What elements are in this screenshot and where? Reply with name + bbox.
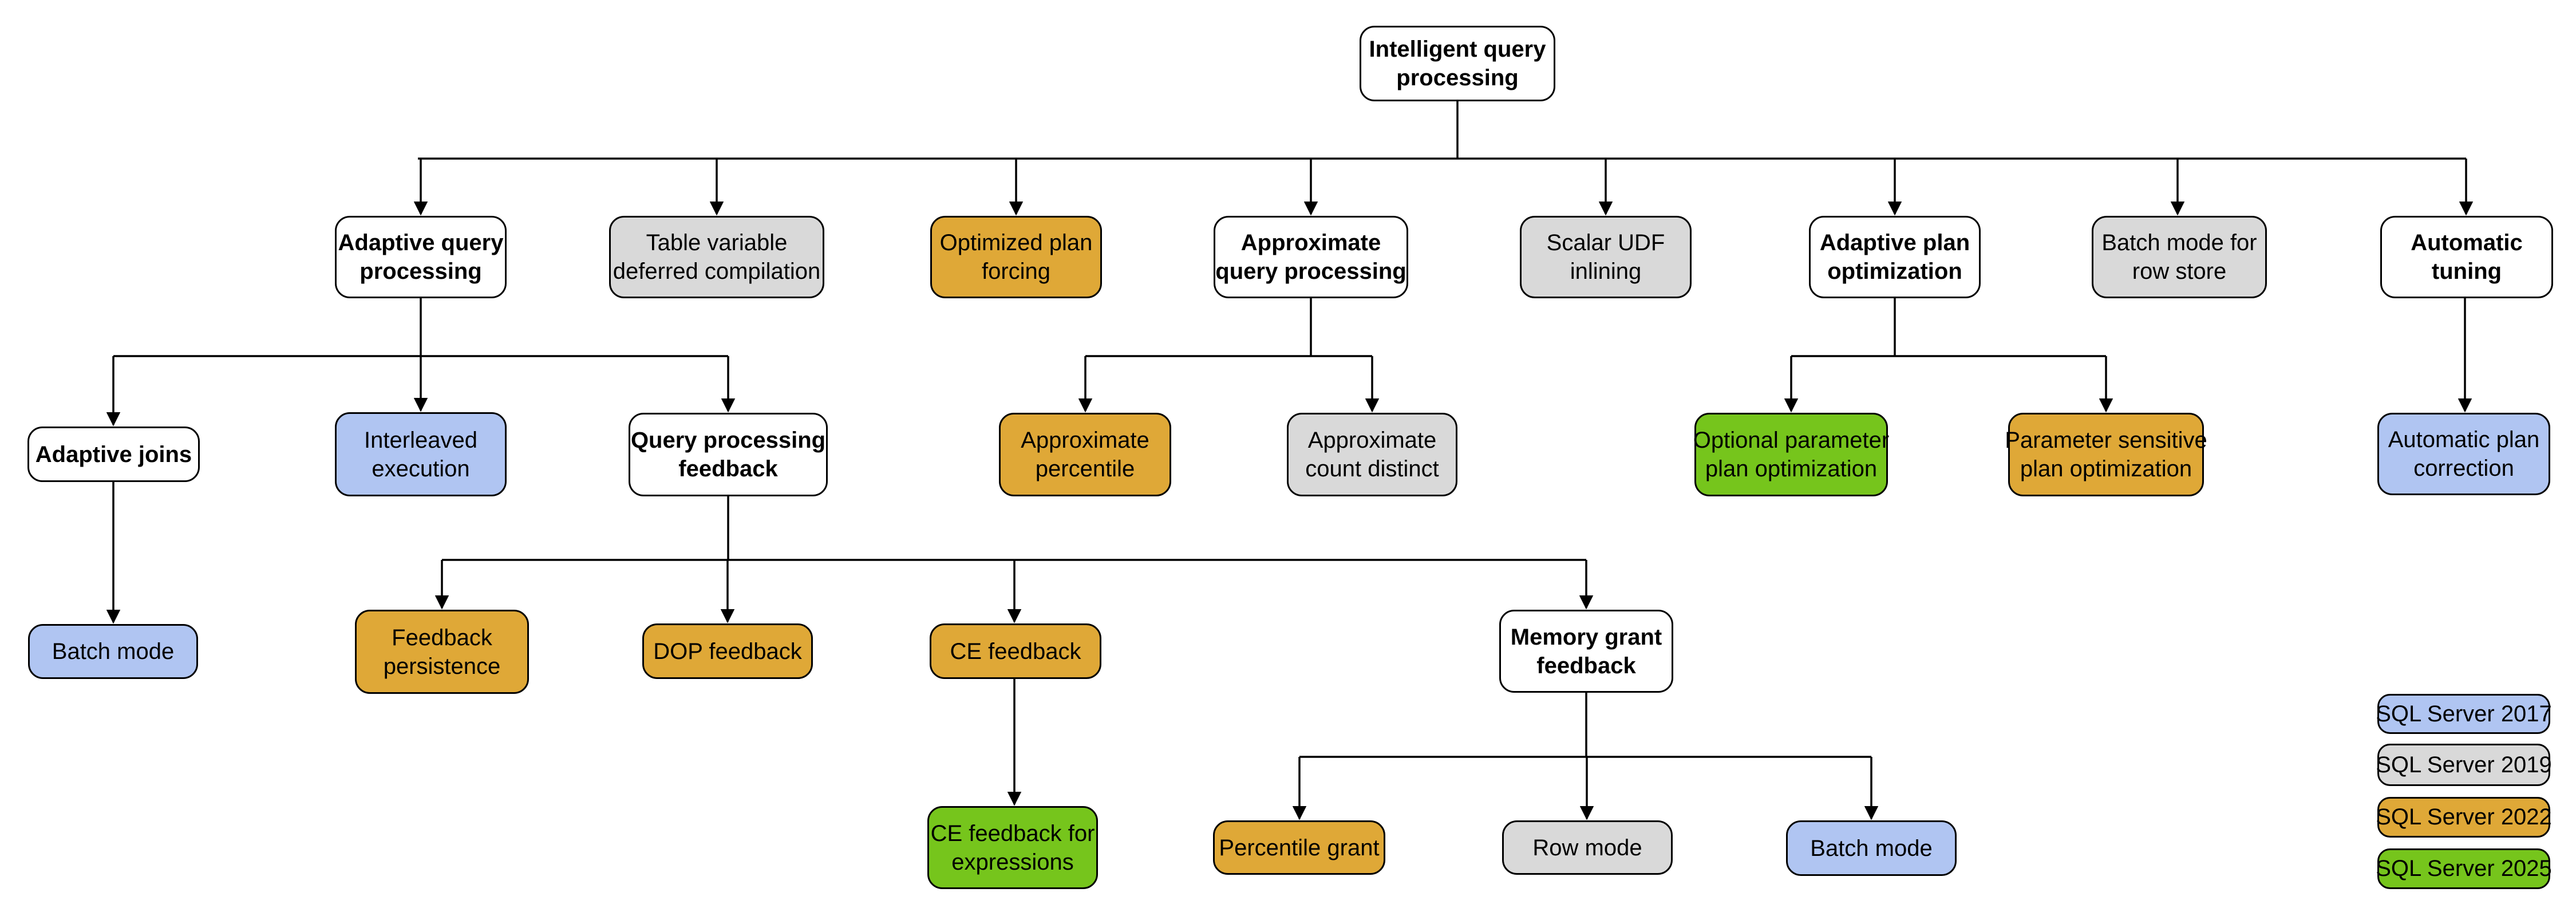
batch-mode-adaptive-joins-node: Batch mode	[28, 624, 198, 679]
adaptive-joins-node: Adaptive joins	[27, 427, 200, 482]
approximate-percentile-node: Approximate percentile	[999, 413, 1171, 496]
legend-item-2019: SQL Server 2019	[2376, 744, 2552, 786]
dop-feedback-node: DOP feedback	[642, 623, 813, 679]
optional-parameter-plan-optimization-node: Optional parameter plan optimization	[1693, 413, 1889, 496]
batch-mode-memory-grant-node: Batch mode	[1786, 820, 1957, 876]
automatic-plan-correction-node: Automatic plan correction	[2377, 413, 2550, 495]
ce-feedback-for-expressions-node: CE feedback for expressions	[927, 806, 1098, 889]
table-variable-deferred-compilation-node: Table variable deferred compilation	[609, 216, 824, 298]
parameter-sensitive-plan-optimization-node: Parameter sensitive plan optimization	[2005, 413, 2207, 496]
legend-item-2017: SQL Server 2017	[2376, 694, 2552, 734]
optimized-plan-forcing-node: Optimized plan forcing	[930, 216, 1102, 298]
batch-mode-for-row-store-node: Batch mode for row store	[2092, 216, 2267, 298]
scalar-udf-inlining-node: Scalar UDF inlining	[1520, 216, 1692, 298]
approximate-count-distinct-node: Approximate count distinct	[1287, 413, 1457, 496]
ce-feedback-node: CE feedback	[930, 623, 1101, 679]
legend-item-2022: SQL Server 2022	[2376, 797, 2552, 838]
adaptive-plan-optimization-node: Adaptive plan optimization	[1809, 216, 1981, 298]
approximate-query-processing-node: Approximate query processing	[1214, 216, 1408, 298]
connector-lines	[106, 101, 2474, 820]
memory-grant-feedback-node: Memory grant feedback	[1499, 610, 1673, 693]
feedback-persistence-node: Feedback persistence	[355, 610, 529, 694]
legend-item-2025: SQL Server 2025	[2376, 848, 2552, 889]
adaptive-query-processing-node: Adaptive query processing	[335, 216, 507, 298]
query-processing-feedback-node: Query processing feedback	[629, 413, 828, 496]
interleaved-execution-node: Interleaved execution	[335, 412, 507, 496]
automatic-tuning-node: Automatic tuning	[2380, 216, 2553, 298]
intelligent-query-processing-node: Intelligent query processing	[1360, 26, 1555, 101]
percentile-grant-node: Percentile grant	[1213, 820, 1385, 875]
row-mode-node: Row mode	[1502, 820, 1673, 875]
